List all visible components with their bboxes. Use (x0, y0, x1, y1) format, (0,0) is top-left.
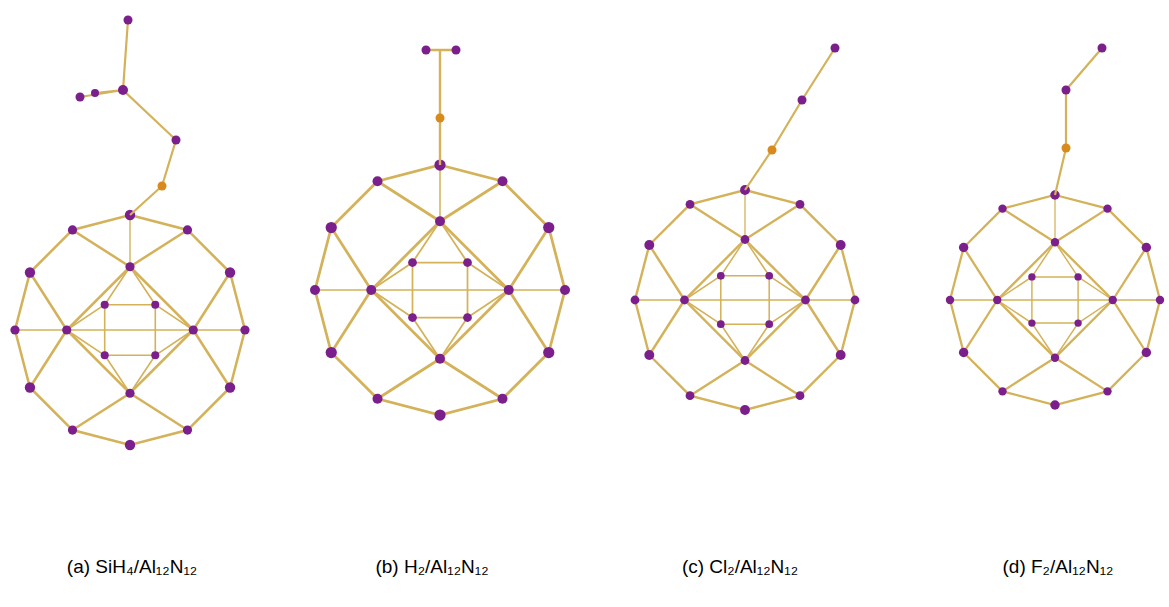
panel-caption: (a) SiH₄/Al₁₂N₁₂ (67, 556, 197, 578)
panel-caption: (d) F₂/Al₁₂N₁₂ (1003, 556, 1114, 578)
panel-caption: (c) Cl₂/Al₁₂N₁₂ (682, 556, 798, 578)
panel-caption: (b) H₂/Al₁₂N₁₂ (375, 556, 488, 578)
